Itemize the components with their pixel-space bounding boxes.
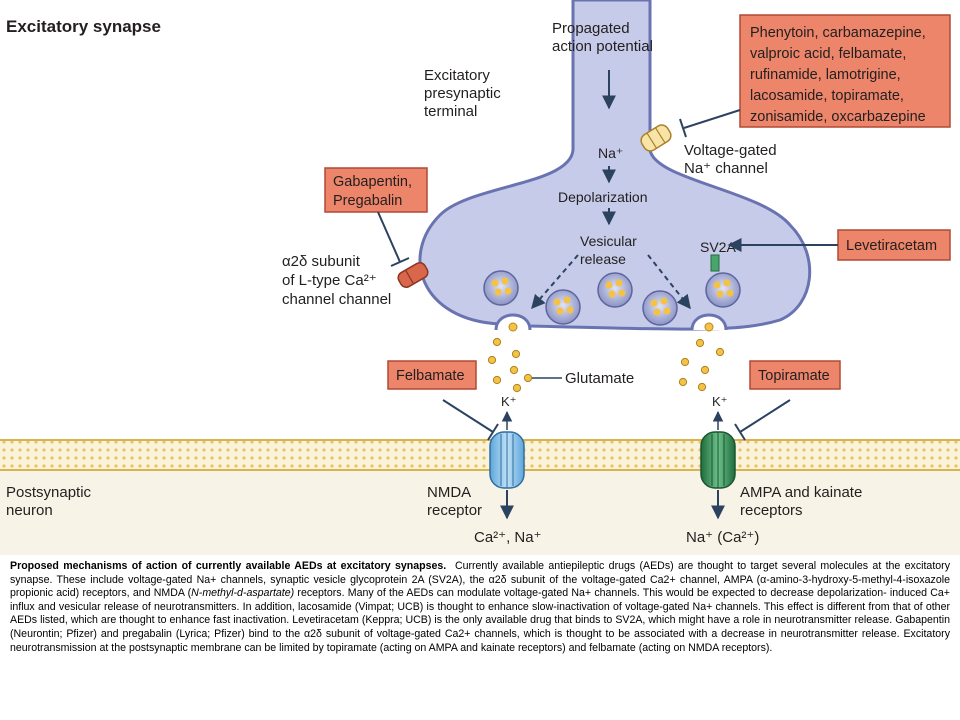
caption-body-2: receptors. Many of the AEDs can modulate… (10, 587, 950, 654)
ampa-ions-label: Na⁺ (Ca²⁺) (686, 529, 759, 546)
glutamate-particles (487, 337, 725, 393)
postsynaptic-label-1: Postsynaptic (6, 484, 92, 501)
vesicle (545, 289, 581, 325)
svg-text:Pregabalin: Pregabalin (333, 193, 402, 209)
nmda-label-1: NMDA (427, 484, 471, 501)
synapse-diagram: Excitatory synapse SV2A (0, 0, 960, 555)
depolarization-label: Depolarization (558, 189, 648, 205)
release-pore-left (494, 313, 532, 332)
voltage-gated-na-channel-icon (640, 124, 672, 152)
drug-box-felbamate: Felbamate (387, 360, 477, 390)
svg-text:zonisamide, oxcarbazepine: zonisamide, oxcarbazepine (750, 109, 926, 125)
vg-na-channel-label-1: Voltage-gated (684, 142, 777, 159)
svg-text:rufinamide, lamotrigine,: rufinamide, lamotrigine, (750, 67, 901, 83)
ampa-label-1: AMPA and kainate (740, 484, 862, 501)
glutamate-pointer-dot (523, 373, 533, 383)
postsynaptic-label-2: neuron (6, 502, 53, 519)
drug-box-topiramate: Topiramate (749, 360, 841, 390)
svg-text:Felbamate: Felbamate (396, 368, 465, 384)
figure-caption: Proposed mechanisms of action of current… (10, 560, 950, 655)
postsynaptic-membrane (0, 439, 960, 555)
presynaptic-terminal (418, 0, 812, 331)
synaptic-vesicles (483, 270, 741, 326)
svg-text:lacosamide, topiramate,: lacosamide, topiramate, (750, 88, 904, 104)
vesicular-release-label-1: Vesicular (580, 233, 637, 249)
inhibition-lines (377, 109, 838, 441)
caption-body-italic: N-methyl-d-aspartate) (191, 587, 295, 600)
vesicle (642, 290, 678, 326)
vg-na-channel-label-2: Na⁺ channel (684, 160, 768, 177)
vesicular-release-label-2: release (580, 251, 626, 267)
drug-box-na-blockers: Phenytoin, carbamazepine, valproic acid,… (739, 14, 951, 128)
release-pore-right (690, 313, 728, 332)
caption-body-1: Currently available antiepileptic drugs … (10, 560, 950, 600)
ampa-label-2: receptors (740, 502, 803, 519)
vesicle (483, 270, 519, 306)
sv2a-label: SV2A (700, 239, 736, 255)
presynaptic-label-2: presynaptic (424, 85, 501, 102)
drug-box-gabapentin: Gabapentin, Pregabalin (324, 167, 428, 213)
propagated-ap-label-1: Propagated (552, 20, 630, 37)
ampa-receptor-icon (700, 431, 736, 489)
caption-title: Proposed mechanisms of action of current… (10, 560, 447, 572)
nmda-label-2: receptor (427, 502, 482, 519)
vesicle (705, 272, 741, 308)
alpha2delta-label-2: of L-type Ca²⁺ (282, 272, 377, 289)
presynaptic-label-3: terminal (424, 103, 477, 120)
l-type-ca-channel-icon (397, 262, 429, 288)
svg-text:Levetiracetam: Levetiracetam (846, 238, 937, 254)
svg-text:Gabapentin,: Gabapentin, (333, 174, 412, 190)
glutamate-label: Glutamate (565, 370, 634, 387)
propagated-ap-label-2: action potential (552, 38, 653, 55)
k-plus-label-right: K⁺ (712, 394, 728, 409)
svg-text:valproic acid, felbamate,: valproic acid, felbamate, (750, 46, 906, 62)
vesicle (597, 272, 633, 308)
diagram-title: Excitatory synapse (6, 17, 161, 36)
flow-arrows (531, 70, 691, 310)
na-in-label: Na⁺ (598, 145, 623, 161)
nmda-ions-label: Ca²⁺, Na⁺ (474, 529, 542, 546)
svg-text:Topiramate: Topiramate (758, 368, 830, 384)
alpha2delta-label-3: channel channel (282, 291, 391, 308)
alpha2delta-label-1: α2δ subunit (282, 253, 361, 270)
k-plus-label-left: K⁺ (501, 394, 517, 409)
drug-box-levetiracetam: Levetiracetam (837, 229, 951, 261)
nmda-receptor-icon (489, 431, 525, 489)
sv2a-icon (710, 254, 720, 272)
svg-text:Phenytoin, carbamazepine,: Phenytoin, carbamazepine, (750, 25, 926, 41)
presynaptic-label-1: Excitatory (424, 67, 490, 84)
